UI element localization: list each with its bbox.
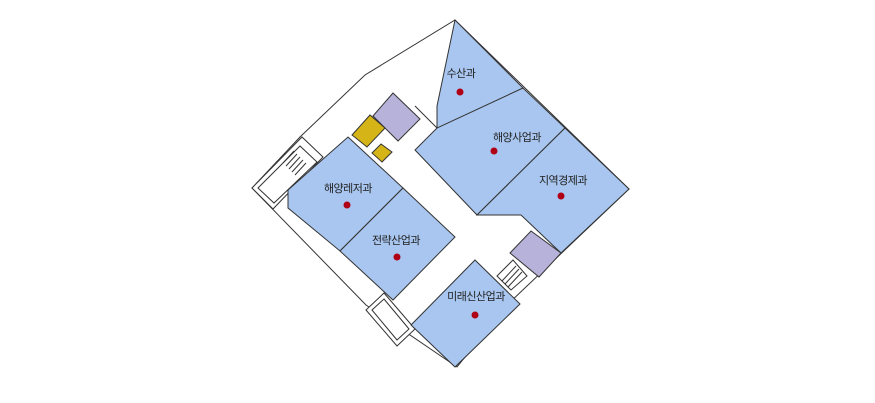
room-jeollyak-saneop[interactable] — [339, 187, 456, 301]
room-mirae-sinsaneop[interactable] — [410, 259, 521, 368]
room-haeyang-leisure[interactable] — [287, 136, 404, 252]
marker-mirae-sinsaneop — [471, 311, 479, 319]
stair-core-a — [351, 114, 386, 148]
room-haeyang-saeop[interactable] — [414, 87, 566, 216]
stairwell-west — [251, 136, 324, 210]
marker-haeyang-leisure — [343, 201, 351, 209]
label-haeyang-leisure: 해양레저과 — [324, 181, 372, 195]
room-jiyeok-gyeongje[interactable] — [475, 127, 630, 254]
label-haeyang-saeop: 해양사업과 — [493, 130, 541, 144]
stair-east — [496, 259, 528, 291]
label-susan: 수산과 — [447, 67, 476, 80]
label-mirae-sinsaneop: 미래신산업과 — [447, 290, 505, 303]
utility-room-east — [509, 230, 562, 278]
room-markers — [343, 88, 565, 319]
utility-room-north — [372, 92, 421, 142]
label-jeollyak-saneop: 전략산업과 — [372, 234, 420, 247]
marker-haeyang-saeop — [490, 147, 498, 155]
marker-jeollyak-saneop — [393, 253, 401, 261]
stair-core-b — [371, 143, 393, 163]
marker-jiyeok-gyeongje — [557, 192, 565, 200]
label-jiyeok-gyeongje: 지역경제과 — [539, 174, 587, 187]
marker-susan — [456, 88, 464, 96]
